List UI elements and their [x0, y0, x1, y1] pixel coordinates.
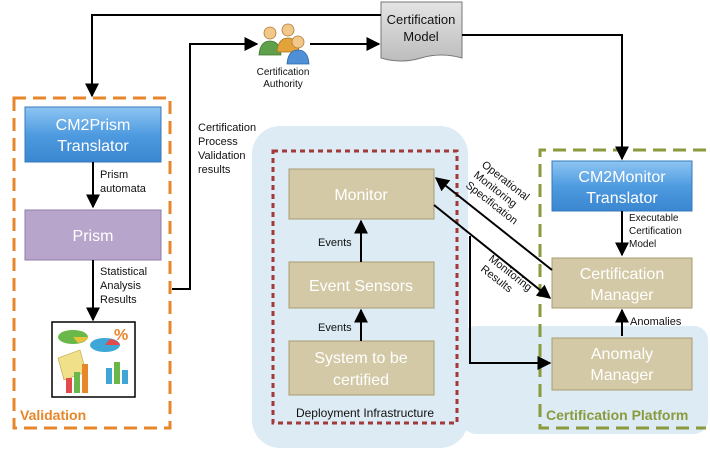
- statistical-label-2: Analysis: [100, 280, 141, 292]
- validation-results-arrow: [172, 37, 259, 290]
- anomaly-manager-label-2: Manager: [590, 367, 654, 384]
- validation-results-label-3: Validation: [198, 150, 246, 162]
- validation-section-border: [12, 96, 172, 430]
- model-to-validation-arrow: [85, 14, 381, 98]
- monitor-box[interactable]: Monitor: [288, 168, 435, 220]
- executable-label-1: Executable: [629, 213, 679, 224]
- cm2monitor-translator-box[interactable]: CM2Monitor Translator: [551, 160, 693, 212]
- validation-results-label-1: Certification: [198, 122, 256, 134]
- operational-spec-label: Operational Monitoring Specification: [463, 159, 531, 227]
- validation-title: Validation: [20, 407, 86, 423]
- system-label-1: System to be: [314, 350, 407, 367]
- charts-collage-icon: %: [51, 321, 136, 398]
- cert-manager-label-1: Certification: [580, 266, 664, 283]
- prism-automata-label-2: automata: [100, 183, 147, 195]
- monitoring-results-arrow: [433, 204, 552, 299]
- events-label-lower: Events: [318, 322, 352, 334]
- platform-title: Certification Platform: [546, 407, 688, 423]
- certification-model-label-2: Model: [403, 29, 439, 44]
- system-label-2: certified: [333, 372, 389, 389]
- prism-label: Prism: [73, 228, 114, 245]
- cm2prism-translator-box[interactable]: CM2Prism Translator: [24, 106, 162, 163]
- certification-manager-box[interactable]: Certification Manager: [551, 257, 693, 309]
- cm2monitor-label-1: CM2Monitor: [578, 169, 666, 186]
- statistical-label-3: Results: [100, 294, 137, 306]
- cm2prism-label-2: Translator: [57, 138, 129, 155]
- cert-manager-label-2: Manager: [590, 287, 654, 304]
- deployment-section-border: [271, 149, 459, 425]
- validation-results-label-2: Process: [198, 136, 238, 148]
- statistical-label-1: Statistical: [100, 266, 147, 278]
- anomalies-label: Anomalies: [630, 316, 682, 328]
- certification-model-label-1: Certification: [387, 12, 456, 27]
- monitor-to-anomaly-arrow: [469, 236, 552, 370]
- certification-model-document[interactable]: Certification Model: [380, 1, 463, 62]
- prism-box[interactable]: Prism: [24, 209, 162, 261]
- certification-authority-label-2: Authority: [263, 79, 302, 90]
- certification-authority-label-1: Certification: [257, 67, 310, 78]
- event-sensors-label: Event Sensors: [309, 278, 413, 295]
- system-to-be-certified-box[interactable]: System to be certified: [288, 340, 435, 396]
- cm2monitor-label-2: Translator: [586, 190, 658, 207]
- prism-automata-label-1: Prism: [100, 169, 128, 181]
- people-group-icon: [258, 23, 310, 65]
- executable-label-2: Certification: [629, 226, 682, 237]
- events-label-upper: Events: [318, 237, 352, 249]
- executable-label-3: Model: [629, 239, 656, 250]
- monitor-label: Monitor: [334, 187, 388, 204]
- operational-spec-arrow: [434, 177, 553, 271]
- model-to-platform-arrow: [462, 34, 629, 161]
- anomaly-manager-label-1: Anomaly: [591, 346, 653, 363]
- event-sensors-box[interactable]: Event Sensors: [288, 261, 435, 309]
- cm2prism-label-1: CM2Prism: [56, 117, 131, 134]
- deployment-title: Deployment Infrastructure: [296, 406, 434, 420]
- percent-glyph: %: [114, 327, 128, 344]
- validation-results-label-4: results: [198, 164, 231, 176]
- anomaly-manager-box[interactable]: Anomaly Manager: [551, 337, 693, 391]
- monitoring-results-label: Monitoring Results: [478, 253, 534, 296]
